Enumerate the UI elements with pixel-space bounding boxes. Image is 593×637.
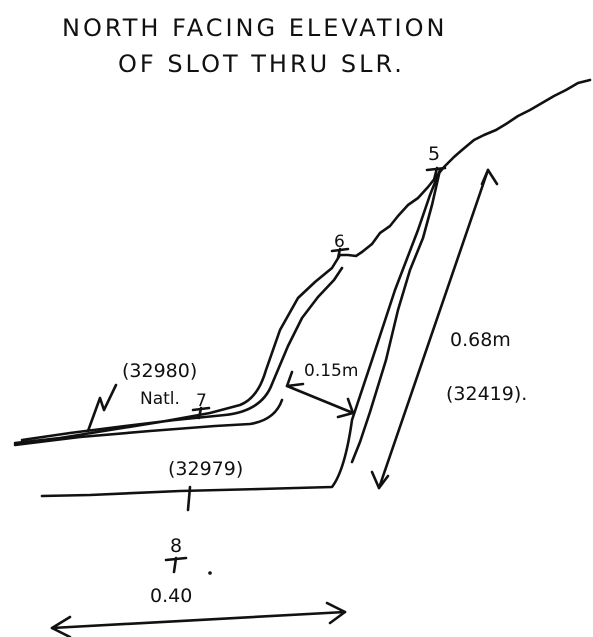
natl-leader-line <box>86 383 118 433</box>
dim-040-arrow-left <box>50 615 72 637</box>
marker-6-pin <box>330 247 350 260</box>
dim-068-arrow-bottom <box>370 470 390 490</box>
label-width-015: 0.15m <box>304 361 358 381</box>
marker-5-pin <box>425 166 447 182</box>
label-natl: Natl. <box>140 389 180 409</box>
dim-015-line <box>285 384 355 415</box>
label-5: 5 <box>428 143 440 165</box>
dim-040-arrow-right <box>325 601 347 625</box>
marker-8-dot <box>208 571 212 575</box>
layer-32980-inner <box>20 266 344 442</box>
marker-8-pin <box>164 556 188 574</box>
layer-32980-outer <box>13 253 342 445</box>
label-32419: (32419). <box>446 383 527 405</box>
dim-015-arrow-left <box>285 370 305 388</box>
title-line-2: OF SLOT THRU SLR. <box>118 50 405 78</box>
label-8: 8 <box>170 535 182 557</box>
natural-ground-line <box>360 78 592 254</box>
label-width-040: 0.40 <box>150 585 192 607</box>
label-height-068: 0.68m <box>450 329 511 351</box>
slot-right-edge <box>350 168 442 464</box>
leader-32979 <box>186 485 192 512</box>
upper-face-line <box>338 250 364 258</box>
label-32980: (32980) <box>122 360 197 382</box>
title-line-1: NORTH FACING ELEVATION <box>62 14 447 42</box>
label-6: 6 <box>334 232 345 252</box>
label-7: 7 <box>196 391 207 411</box>
lower-cut-line <box>40 168 442 498</box>
layer-base-line <box>13 398 284 447</box>
marker-7-pin <box>191 406 211 420</box>
dim-068-arrow-top <box>480 168 499 186</box>
dim-040-line <box>50 610 347 630</box>
dim-068-line <box>377 168 490 490</box>
dim-015-arrow-right <box>336 397 355 419</box>
label-32979: (32979) <box>168 458 243 480</box>
